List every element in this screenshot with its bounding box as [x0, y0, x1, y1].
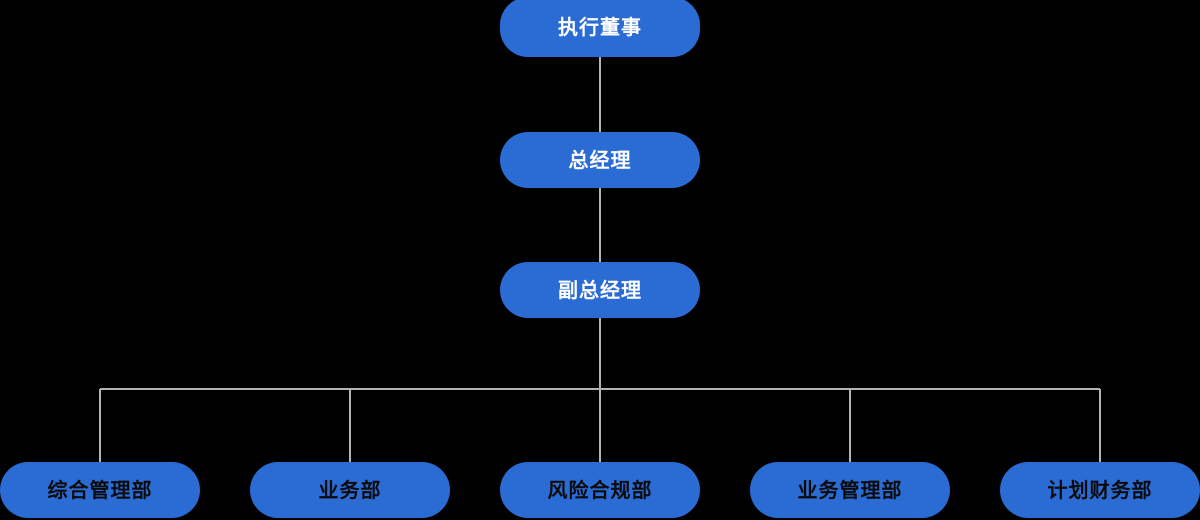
org-node-label: 副总经理 [558, 278, 642, 302]
org-node-dept-business[interactable]: 业务部 [250, 462, 450, 518]
org-node-label: 业务部 [318, 478, 382, 502]
org-node-dept-business-mgmt[interactable]: 业务管理部 [750, 462, 950, 518]
org-node-label: 计划财务部 [1047, 478, 1153, 502]
org-node-dept-risk-compliance[interactable]: 风险合规部 [500, 462, 700, 518]
org-node-dept-general-admin[interactable]: 综合管理部 [0, 462, 200, 518]
org-node-label: 执行董事 [558, 15, 642, 39]
org-node-deputy-general-manager[interactable]: 副总经理 [500, 262, 700, 318]
org-node-exec-director[interactable]: 执行董事 [500, 0, 700, 57]
org-node-label: 风险合规部 [547, 478, 653, 502]
org-node-label: 业务管理部 [797, 478, 903, 502]
org-node-general-manager[interactable]: 总经理 [500, 132, 700, 188]
org-node-label: 总经理 [568, 148, 632, 172]
org-node-label: 综合管理部 [47, 478, 153, 502]
org-node-dept-plan-finance[interactable]: 计划财务部 [1000, 462, 1200, 518]
